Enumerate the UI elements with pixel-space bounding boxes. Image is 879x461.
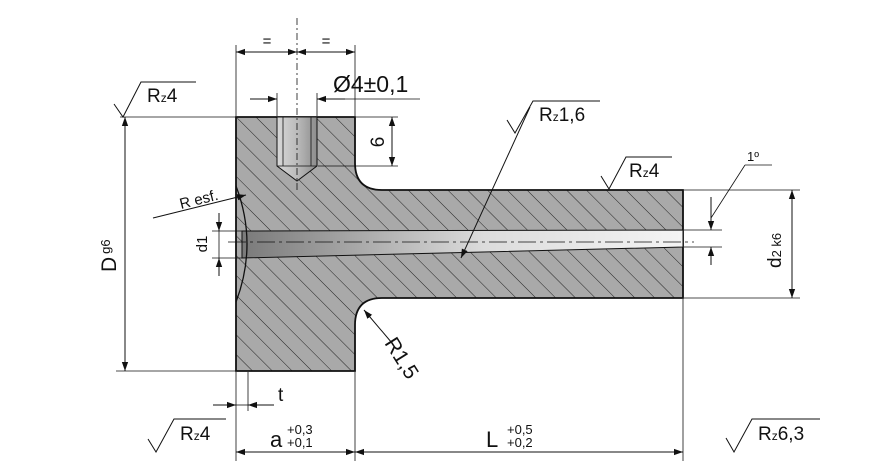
tapered-bore <box>241 229 684 259</box>
rz-top-left-value: 4 <box>167 86 178 107</box>
dim-taper-angle: 1º <box>684 149 772 265</box>
rz-bore-value: 1,6 <box>559 105 585 126</box>
a-label: a <box>270 427 283 452</box>
l-tol-upper: +0,5 <box>507 422 533 437</box>
part-section <box>228 116 694 372</box>
svg-text:Rz4: Rz4 <box>180 424 211 445</box>
t-label: t <box>278 385 284 406</box>
svg-text:Dg6: Dg6 <box>98 239 121 272</box>
r-esf-label: R esf. <box>178 187 220 213</box>
angle-label: 1º <box>747 149 759 164</box>
d2-sub: 2 k6 <box>769 233 784 258</box>
eq-right-label: = <box>322 33 331 50</box>
dim-bore-small: d1 <box>194 213 242 276</box>
svg-text:Rz4: Rz4 <box>629 161 660 182</box>
l-label: L <box>486 427 498 452</box>
rz-bottom-right-value: 6,3 <box>778 424 804 445</box>
d-main-label: D <box>98 257 121 272</box>
svg-text:Rz1,6: Rz1,6 <box>539 105 585 126</box>
hole-depth-label: 6 <box>368 137 389 148</box>
dim-hole-diameter: Ø4±0,1 <box>250 71 420 116</box>
rz-bottom-left-value: 4 <box>200 424 211 445</box>
dim-t: t <box>213 372 284 461</box>
roughness-top-left: Rz4 <box>113 81 236 118</box>
d2-label: d <box>765 257 786 268</box>
fillet-radius-callout: R1,5 <box>363 309 423 383</box>
dim-hole-depth: 6 <box>318 116 398 167</box>
eq-left-label: = <box>263 33 272 50</box>
roughness-shaft: Rz4 <box>600 156 672 191</box>
dim-a: a +0,3 +0,1 <box>236 372 356 461</box>
l-tol-lower: +0,2 <box>507 435 533 450</box>
roughness-bore: Rz1,6 <box>460 100 600 259</box>
d-main-tol: g6 <box>98 239 113 253</box>
a-tol-upper: +0,3 <box>287 422 313 437</box>
svg-text:d2 k6: d2 k6 <box>765 233 786 268</box>
hole-dia-label: Ø4±0,1 <box>333 71 408 97</box>
roughness-bottom-right: Rz6,3 <box>725 418 820 454</box>
svg-text:Rz4: Rz4 <box>147 86 178 107</box>
a-tol-lower: +0,1 <box>287 435 313 450</box>
rz-shaft-value: 4 <box>649 161 660 182</box>
spherical-radius-callout: R esf. <box>152 187 247 219</box>
roughness-bottom-left: Rz4 <box>147 418 226 453</box>
d1-label: d1 <box>194 236 211 253</box>
dim-shaft-diameter: d2 k6 <box>684 189 800 299</box>
dim-main-diameter: Dg6 <box>98 117 236 372</box>
dim-L: L +0,5 +0,2 <box>355 299 684 461</box>
r-fillet-label: R1,5 <box>380 333 423 383</box>
dim-equal: = = <box>235 18 356 190</box>
svg-text:Rz6,3: Rz6,3 <box>758 424 804 445</box>
